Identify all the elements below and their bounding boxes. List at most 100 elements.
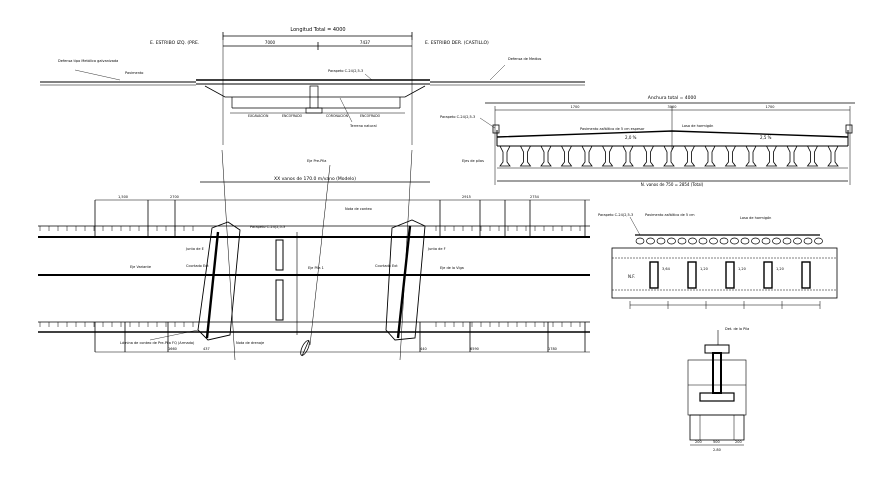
girder (704, 145, 716, 167)
cross-dim-3: 1700 (766, 105, 775, 109)
plan-dim-bottom-3: 440 (420, 347, 427, 351)
girder (827, 145, 839, 167)
slope-right: 2,5 % (760, 135, 772, 140)
girder (786, 145, 798, 167)
beam-girder (656, 237, 666, 245)
north-arrow-icon (300, 339, 310, 357)
plan-junta-right: Junta de F (427, 247, 446, 251)
beam-girder (782, 237, 792, 245)
beam-girder (667, 237, 676, 245)
plan-center-label: Eje Pre-Pila (307, 159, 326, 163)
note-pavimento: Pavimento (125, 71, 143, 75)
girder (745, 145, 757, 167)
bridge-elevation: Longitud Total = 4000 7000 7437 E. ESTRI… (40, 27, 585, 145)
note-losa: Losa de hormigón (682, 124, 713, 128)
cross-note-parapeto: Parapeto C-24(2,5-3 (440, 115, 475, 119)
plan-left-label: Eje Variante (130, 265, 151, 269)
column (725, 261, 735, 289)
beam-val-2: 1,20 (700, 267, 708, 271)
girder (683, 145, 696, 167)
beam-note-top: Pavimento asfáltico de 5 cm (645, 213, 695, 217)
beam-girder (719, 237, 729, 245)
beam-girder (698, 237, 708, 245)
beam-val-3: 1,20 (738, 267, 746, 271)
base-label-1: EXCAVACION (248, 114, 269, 118)
beam-girder (635, 237, 645, 245)
plan-ticks-top (39, 200, 586, 237)
detail-dim-1: 200 (695, 440, 702, 444)
girder (622, 145, 634, 167)
beam-girder (793, 237, 802, 245)
column (801, 261, 811, 289)
column (763, 261, 773, 289)
girder (724, 145, 737, 167)
column (649, 261, 659, 289)
elevation-sub-right: 7437 (360, 40, 371, 45)
ejes-de-pilas: Ejes de pilas (462, 159, 484, 163)
beam-val-4: 1,20 (776, 267, 784, 271)
plan-left-cut: Ccortado Ext (186, 264, 209, 268)
base-label-4: ENCOFRADO (360, 114, 381, 118)
plan-dim-bottom-4: 6590 (470, 347, 479, 351)
girder (642, 145, 655, 167)
note-pavimento-asf: Pavimento asfáltico de 5 cm espesor (580, 127, 645, 131)
plan-line2-label: Eje de la Viga (440, 266, 464, 270)
plan-dim-bottom-2: 437 (203, 347, 210, 351)
girder (540, 145, 552, 167)
girder (765, 145, 778, 167)
plan-junta-left: Junta de E (185, 247, 204, 251)
plan-dim-bottom-1: 1660 (168, 347, 177, 351)
plan-note-bottom-left: Lámina de conteo de Pre-Pila FQ (Armado) (120, 341, 195, 345)
beam-note-right: Losa de hormigón (740, 216, 771, 220)
girder (601, 145, 614, 167)
elevation-sub-left: 7000 (265, 40, 276, 45)
plan-ticks-bottom (39, 322, 586, 352)
plan-dim-top-4: 2754 (530, 195, 540, 199)
beam-girder (761, 237, 771, 245)
girder (663, 145, 675, 167)
girder (560, 145, 573, 167)
note-defensa-left: Defensa tipo Metálica galvanizada (58, 59, 118, 63)
beam-girder (751, 237, 760, 245)
cross-bottom-dim: N. vanos de 750 = 2854 (Total) (641, 182, 704, 187)
beam-girder (740, 237, 750, 245)
detail-total: 2.80 (713, 448, 721, 452)
detail-title: Det. de la Pila (725, 327, 749, 331)
beam-girder (688, 237, 697, 245)
bridge-plan: XX vanos de 170.0 m/vano (Modelo) 1,500 … (38, 149, 590, 361)
right-abutment-label: E. ESTRIBO DER. (CASTILLO) (425, 40, 489, 46)
girder (519, 145, 532, 167)
beam-columns (649, 261, 811, 289)
plan-dim-top-2: 2700 (170, 195, 179, 199)
beam-girder (772, 237, 781, 245)
cross-total-width: Anchura total = 4000 (648, 95, 697, 101)
beam-girders (635, 237, 823, 245)
elevation-total-length: Longitud Total = 4000 (290, 27, 345, 33)
base-label-2: ENCOFRADO (282, 114, 303, 118)
plan-dim-top-1: 1,500 (118, 195, 128, 199)
beam-note-parapeto: Parapeto C-24(2,5-3 (598, 213, 633, 217)
left-abutment-label: E. ESTRIBO IZQ. (PRE. (150, 40, 199, 46)
slope-left: 2,0 % (625, 135, 637, 140)
plan-right-cut: Ccortado Ext (375, 264, 398, 268)
column (687, 261, 697, 289)
plan-dim-top-3: 2915 (462, 195, 471, 199)
pier-detail: Det. de la Pila 200 500 200 2.80 (687, 327, 749, 452)
beam-girder (730, 237, 739, 245)
beam-val-1: 3,64 (662, 267, 671, 271)
base-label-3: CORONACION (326, 114, 349, 118)
beam-girder (814, 237, 823, 245)
beam-girder (709, 237, 718, 245)
beam-girder (677, 237, 687, 245)
detail-dim-3: 200 (735, 440, 742, 444)
beam-girder (646, 237, 655, 245)
girders (499, 145, 839, 167)
note-terreno: Terreno natural (349, 124, 377, 128)
note-parapeto: Parapeto C-24(2,5-3 (328, 69, 363, 73)
beam-level: N.F. (628, 274, 635, 279)
plan-note-left-top: Parapeto C-24(2,5-3 (250, 225, 285, 229)
plan-dim-bottom-5: 1780 (548, 347, 557, 351)
note-defensa-right: Defensa de Medios (508, 57, 542, 61)
